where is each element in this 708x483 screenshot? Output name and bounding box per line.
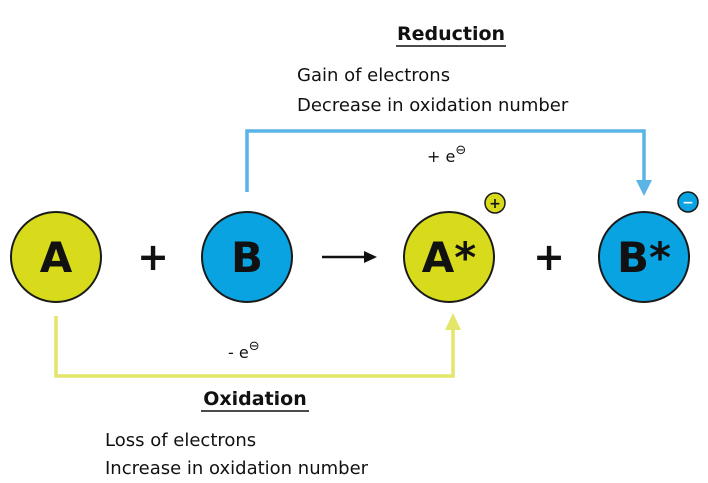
species-b-circle (201, 211, 293, 303)
reduction-connector (245, 129, 646, 192)
reduction-electron-charge: + e⊖ (427, 143, 466, 166)
oxidation-description-line2: Increase in oxidation number (105, 458, 369, 479)
species-a-label: A (40, 233, 73, 282)
species-b-star: B* − (598, 191, 699, 303)
reduction-arrowhead-icon (636, 180, 652, 196)
oxidation-electron-charge: - e⊖ (228, 339, 260, 362)
reduction-description-line1: Gain of electrons (297, 65, 450, 86)
species-a-circle (10, 211, 102, 303)
negative-charge-sign: − (682, 195, 694, 211)
species-b-label: B (231, 233, 263, 282)
oxidation-arrowhead-icon (445, 313, 461, 330)
species-b: B (201, 211, 293, 303)
species-a-star-circle (403, 211, 495, 303)
species-b-star-circle (598, 211, 690, 303)
plus-operator-left: + (137, 235, 169, 279)
reduction-description-line2: Decrease in oxidation number (297, 95, 569, 116)
species-a: A (10, 211, 102, 303)
oxidation-connector (54, 316, 455, 378)
species-a-star: A* + (403, 192, 506, 303)
reduction-heading: Reduction (397, 23, 505, 45)
negative-charge-badge-icon (677, 191, 699, 213)
right-arrow-icon (322, 251, 377, 263)
positive-charge-badge-icon (484, 192, 506, 214)
oxidation-description-line1: Loss of electrons (105, 430, 256, 451)
positive-charge-sign: + (489, 196, 501, 212)
species-b-star-label: B* (617, 233, 671, 282)
plus-operator-right: + (533, 235, 565, 279)
oxidation-heading: Oxidation (203, 388, 307, 410)
species-a-star-label: A* (422, 233, 477, 282)
